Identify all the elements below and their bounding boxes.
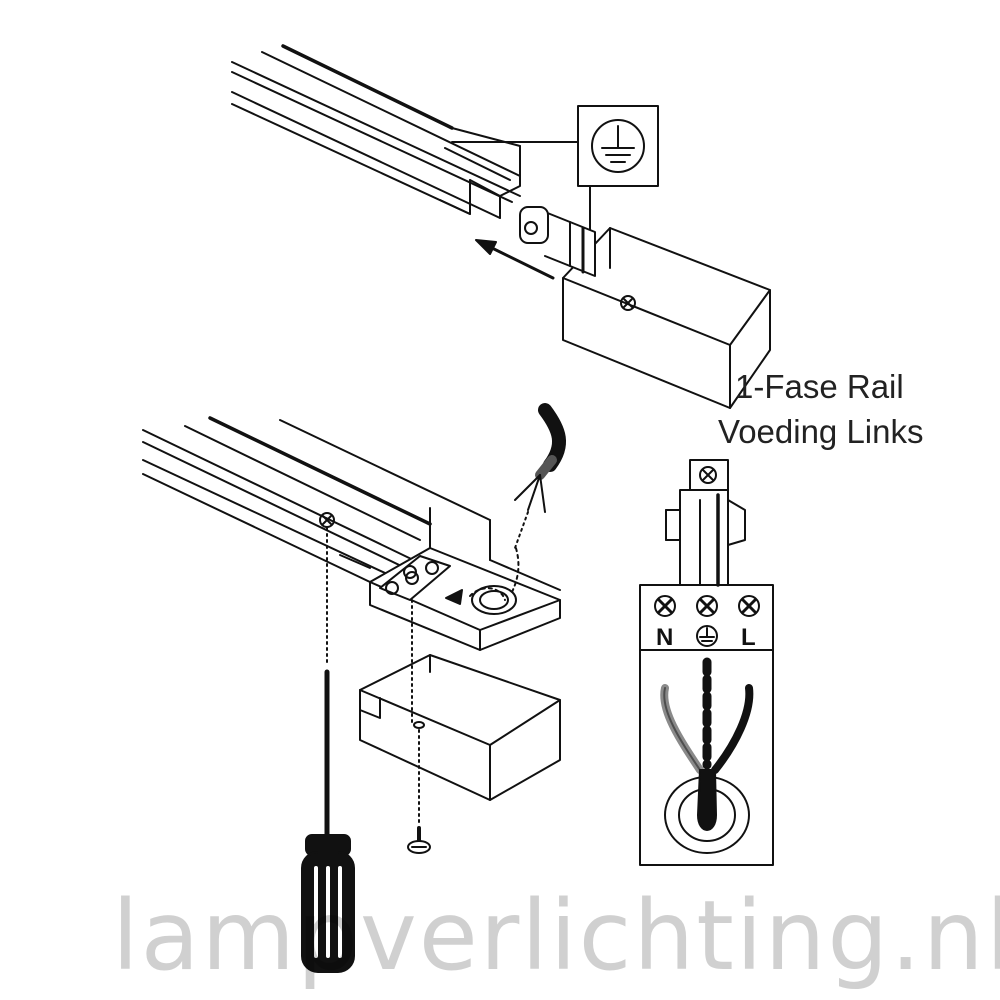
top-rail	[231, 44, 521, 219]
title-line-1: 1-Fase Rail	[735, 368, 904, 405]
terminal-label-neutral: N	[656, 624, 674, 651]
title-line-2: Voeding Links	[718, 413, 924, 450]
screwdriver-icon	[301, 669, 355, 973]
earth-ground-icon	[591, 119, 645, 173]
top-feed-box	[519, 206, 771, 409]
bottom-rail	[142, 416, 491, 583]
bottom-feed-base	[369, 507, 561, 651]
cover-box	[359, 654, 561, 801]
supply-cable	[514, 403, 567, 549]
wiring-detail	[639, 459, 774, 866]
screw-icon	[407, 826, 431, 854]
dotted-guides	[326, 527, 420, 826]
slide-arrow	[475, 239, 555, 280]
terminal-label-live: L	[741, 624, 756, 651]
terminal-block	[379, 555, 451, 601]
earth-terminal-icon	[696, 625, 718, 647]
terminal-screws	[654, 595, 760, 617]
watermark: lampverlichting.nl	[112, 880, 1000, 992]
